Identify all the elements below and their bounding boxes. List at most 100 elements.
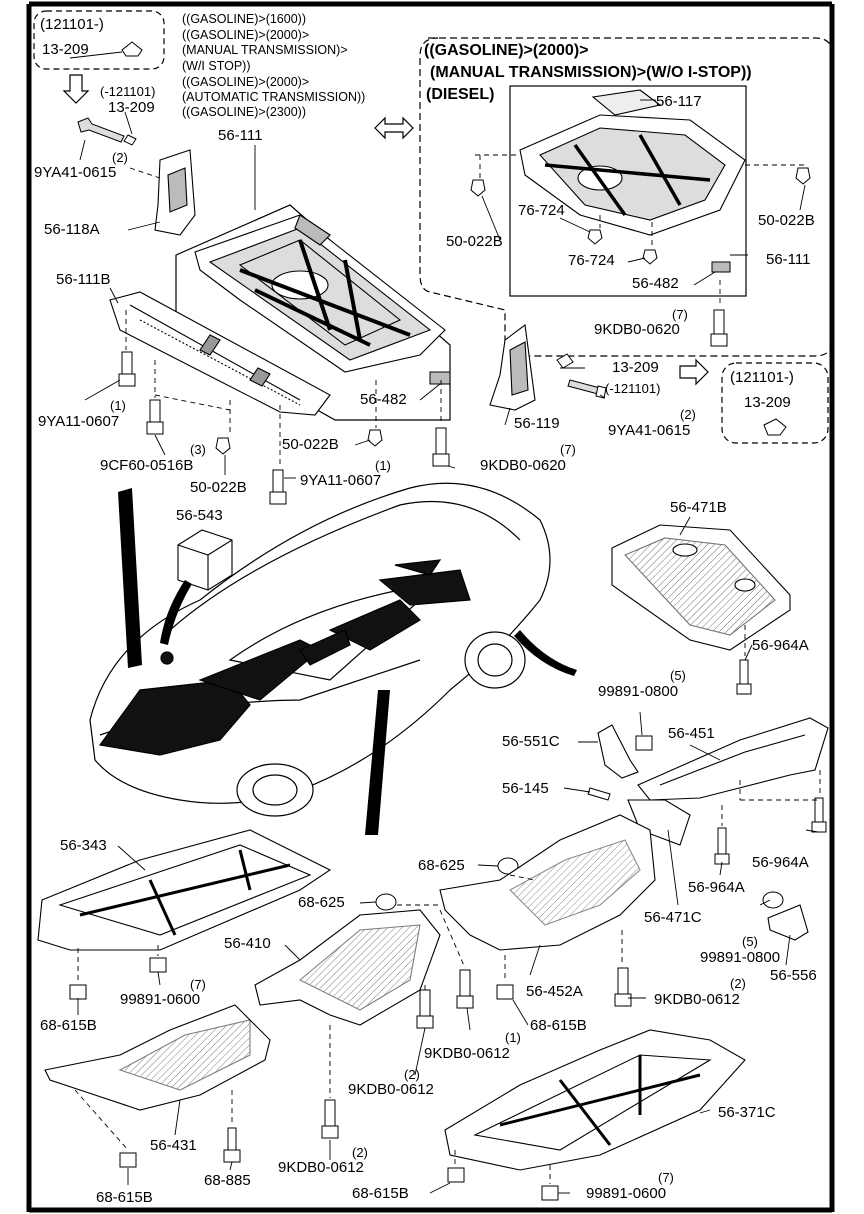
label-56-117: 56-117 <box>656 93 702 110</box>
undercover-56-371c-drawing <box>444 1029 746 1171</box>
label-13-209-old: (-121101) <box>100 84 156 99</box>
undercover-box-right <box>509 85 747 297</box>
label-9ya11b-qty: (1) <box>375 458 391 473</box>
label-76-724-b: 76-724 <box>568 252 615 269</box>
label-56-471c: 56-471C <box>644 909 702 926</box>
applicability-note-2: ((GASOLINE)>(2000)> <box>182 28 310 42</box>
label-56-410: 56-410 <box>224 935 271 952</box>
car-body-drawing <box>89 482 551 817</box>
label-9cf60-0516b: 9CF60-0516B <box>100 457 194 474</box>
applicability-note-4: (W/I STOP)) <box>182 59 251 73</box>
label-99891-0600-qty: (7) <box>190 977 206 992</box>
label-99891-0600-b: 99891-0600 <box>586 1185 667 1202</box>
right-callout-range: (121101-) <box>730 369 794 386</box>
undercover-56-111-right-drawing <box>519 89 746 236</box>
right-group-header-3: (DIESEL) <box>426 86 495 103</box>
label-68-625-b: 68-625 <box>298 894 345 911</box>
bracket-56-556-drawing <box>767 904 809 941</box>
label-56-343: 56-343 <box>60 837 107 854</box>
insulator-56-431-drawing <box>44 1004 271 1111</box>
label-9kdb0-0612-c-qty: (2) <box>404 1067 420 1082</box>
insulator-56-471b-drawing <box>611 524 791 651</box>
leader-lines <box>69 51 819 1194</box>
undercover-56-343-drawing <box>37 829 332 951</box>
top-left-callout-part: 13-209 <box>42 41 89 58</box>
label-56-431: 56-431 <box>150 1137 197 1154</box>
double-arrow-icon <box>374 116 414 140</box>
undercover-56-111-drawing <box>194 214 446 373</box>
applicability-note-6: (AUTOMATIC TRANSMISSION)) <box>182 90 366 104</box>
label-56-964a-3: 56-964A <box>688 879 745 896</box>
label-9kdb0-0620-qty: (7) <box>560 442 576 457</box>
label-50-022b-lower: 50-022B <box>190 479 247 496</box>
label-9ya41-right-qty: (2) <box>680 407 696 422</box>
label-9kdb0-0620-right-qty: (7) <box>672 307 688 322</box>
bracket-56-118a-drawing <box>154 149 196 236</box>
label-9kdb0-0612-d: 9KDB0-0612 <box>278 1159 364 1176</box>
applicability-note-7: ((GASOLINE)>(2300)) <box>182 105 306 119</box>
label-99891-0800-b-qty: (5) <box>742 934 758 949</box>
label-56-111: 56-111 <box>218 127 263 144</box>
label-9ya11-0607-b: 9YA11-0607 <box>300 472 382 489</box>
right-callout-part: 13-209 <box>744 394 791 411</box>
label-9ya41-qty: (2) <box>112 150 128 165</box>
label-50-022b-mid: 50-022B <box>282 436 339 453</box>
label-99891-0800-b: 99891-0800 <box>700 949 781 966</box>
label-56-482: 56-482 <box>360 391 407 408</box>
label-9kdb0-0612-qty: (2) <box>730 976 746 991</box>
label-9ya41-0615-right: 9YA41-0615 <box>608 422 691 439</box>
insulator-56-452a-drawing <box>439 814 656 951</box>
label-9ya11-qty: (1) <box>110 398 126 413</box>
label-99891-0600-b-qty: (7) <box>658 1170 674 1185</box>
label-56-551c: 56-551C <box>502 733 560 750</box>
label-50-022b-right-right: 50-022B <box>758 212 815 229</box>
label-13-209-right-old: (-121101) <box>605 381 661 396</box>
thick-leaders <box>118 488 577 835</box>
callout-box-top-left <box>33 10 165 70</box>
label-9kdb0-0612-b: 9KDB0-0612 <box>424 1045 510 1062</box>
label-56-964a: 56-964A <box>752 637 809 654</box>
bracket-56-551c-drawing <box>597 724 639 779</box>
callout-box-right <box>721 362 829 444</box>
label-56-964a-2: 56-964A <box>752 854 809 871</box>
label-9kdb0-0620-right: 9KDB0-0620 <box>594 321 680 338</box>
arrow-down-icon <box>62 74 90 104</box>
label-76-724-a: 76-724 <box>518 202 565 219</box>
label-68-885: 68-885 <box>204 1172 251 1189</box>
page-frame <box>26 1 835 1213</box>
dashed-guides <box>74 154 821 1184</box>
label-68-615b-4: 68-615B <box>352 1185 409 1202</box>
label-56-556: 56-556 <box>770 967 817 984</box>
label-56-482-right: 56-482 <box>632 275 679 292</box>
label-13-209-right: 13-209 <box>612 359 659 376</box>
label-99891-0800-qty: (5) <box>670 668 686 683</box>
applicability-note-3: (MANUAL TRANSMISSION)> <box>182 43 348 57</box>
label-9kdb0-0612-c: 9KDB0-0612 <box>348 1081 434 1098</box>
label-9ya11-0607: 9YA11-0607 <box>38 413 120 430</box>
label-99891-0600: 99891-0600 <box>120 991 201 1008</box>
member-56-111b-drawing <box>109 291 331 416</box>
bracket-56-119-drawing <box>489 323 536 411</box>
label-9kdb0-0612-b-qty: (1) <box>505 1030 521 1045</box>
right-group-header-1: ((GASOLINE)>(2000)> <box>424 42 589 59</box>
label-56-543: 56-543 <box>176 507 223 524</box>
label-56-371c: 56-371C <box>718 1104 776 1121</box>
label-56-111b: 56-111B <box>56 271 111 288</box>
label-56-145: 56-145 <box>502 780 549 797</box>
label-9cf60-qty: (3) <box>190 442 206 457</box>
insulator-56-451-drawing <box>637 717 829 801</box>
label-68-615b-2: 68-615B <box>530 1017 587 1034</box>
label-13-209: 13-209 <box>108 99 155 116</box>
applicability-note-1: ((GASOLINE)>(1600)) <box>182 12 306 26</box>
label-56-471b: 56-471B <box>670 499 727 516</box>
label-99891-0800: 99891-0800 <box>598 683 679 700</box>
label-56-118a: 56-118A <box>44 221 100 238</box>
label-9ya41-0615: 9YA41-0615 <box>34 164 117 181</box>
applicability-note-5: ((GASOLINE)>(2000)> <box>182 75 310 89</box>
insulator-56-410-drawing <box>254 909 441 1026</box>
label-56-119: 56-119 <box>514 415 560 432</box>
label-68-625: 68-625 <box>418 857 465 874</box>
block-56-543-drawing <box>177 529 233 591</box>
right-group-header-2: (MANUAL TRANSMISSION)>(W/O I-STOP)) <box>430 64 752 81</box>
